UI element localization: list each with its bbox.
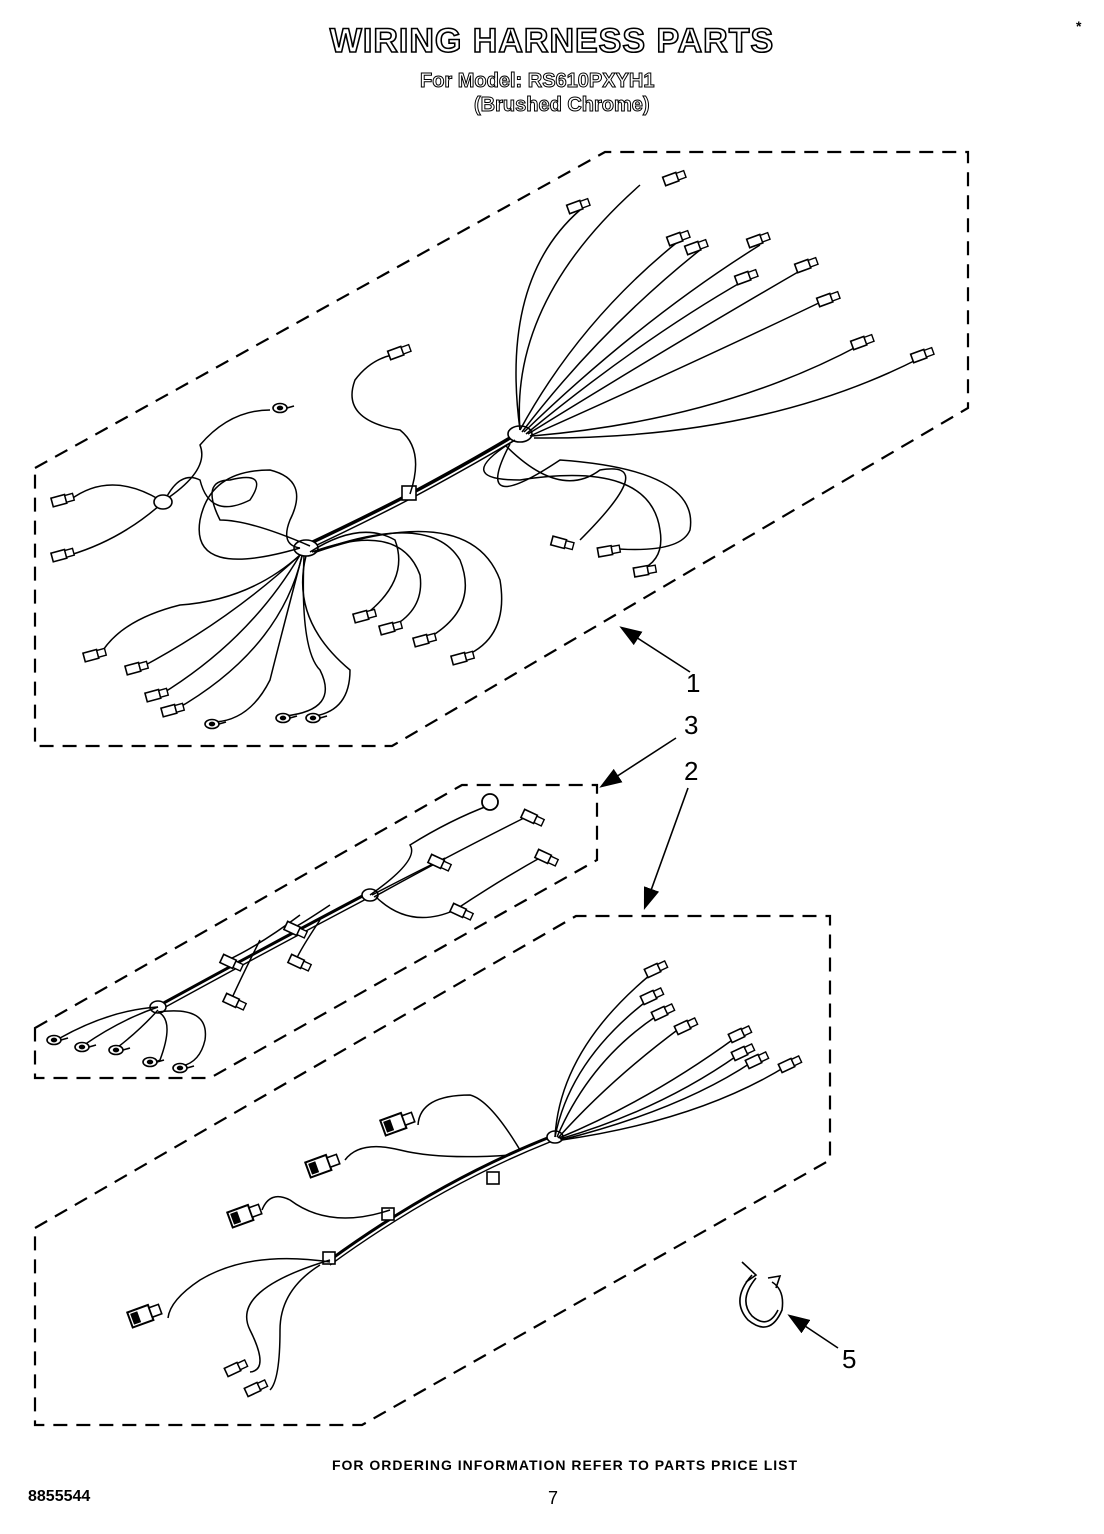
corner-mark: * (1076, 18, 1082, 34)
callout-2: 2 (684, 756, 698, 786)
finish-line: (Brushed Chrome) (474, 94, 651, 117)
callout-5: 5 (842, 1344, 856, 1374)
callout-3: 3 (684, 710, 698, 740)
part-2-boundary (33, 914, 832, 1427)
document-number: 8855544 (28, 1488, 91, 1505)
page-number: 7 (548, 1488, 559, 1508)
callout-1: 1 (686, 668, 700, 698)
harness-part-2 (33, 787, 832, 1427)
model-line: For Model: RS610PXYH1 (420, 70, 656, 93)
part-3-boundary (33, 783, 599, 1080)
page-title: WIRING HARNESS PARTS (329, 21, 775, 61)
harness-part-1 (33, 150, 970, 748)
part-1-boundary (33, 150, 970, 748)
ordering-note: FOR ORDERING INFORMATION REFER TO PARTS … (331, 1457, 799, 1473)
harness-part-3 (33, 737, 677, 1080)
wire-clip-part-5 (739, 1261, 839, 1349)
